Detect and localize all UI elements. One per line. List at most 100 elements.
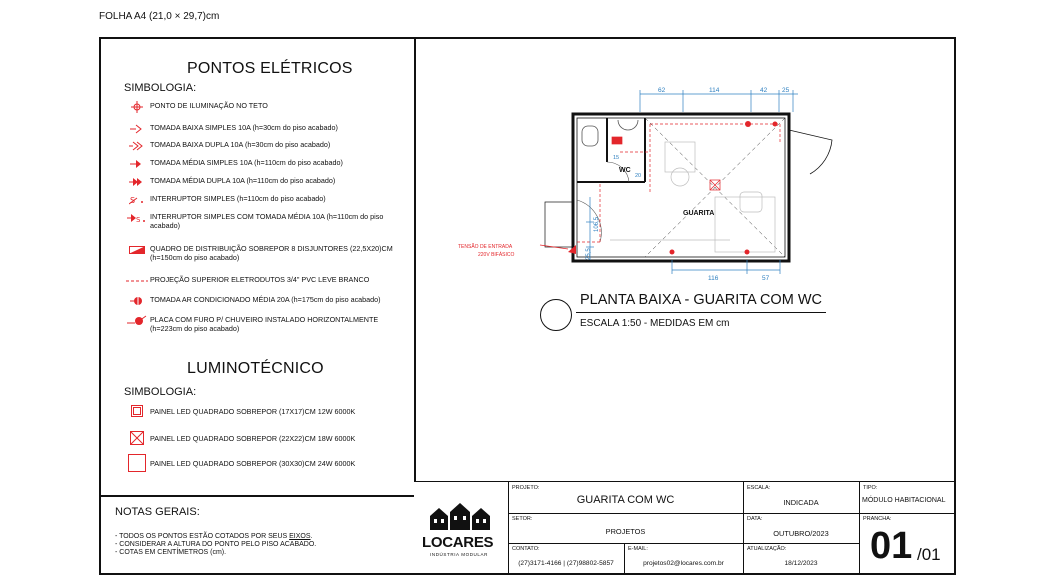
atualizacao-label: ATUALIZAÇÃO:	[747, 546, 787, 552]
low-single-outlet-icon	[124, 124, 150, 134]
legend-text: TOMADA BAIXA DUPLA 10A (h=30cm do piso a…	[150, 140, 331, 149]
dim-wc-20: 20	[635, 173, 641, 179]
legend-text: QUADRO DE DISTRIBUIÇÃO SOBREPOR 8 DISJUN…	[150, 244, 393, 262]
conduit-lines	[577, 123, 781, 243]
title-block: LOCARES INDÚSTRIA MODULAR PROJETO: GUARI…	[414, 481, 956, 575]
dim-side-106: 106,5	[594, 216, 600, 232]
legend-text: TOMADA MÉDIA SIMPLES 10A (h=110cm do pis…	[150, 158, 343, 167]
projeto-value: GUARITA COM WC	[576, 494, 675, 506]
legend-item: PAINEL LED QUADRADO SOBREPOR (30X30)CM 2…	[124, 454, 355, 472]
plan-title-underline	[576, 312, 826, 313]
plan-subtitle: ESCALA 1:50 - MEDIDAS EM cm	[580, 318, 730, 329]
electrical-title: PONTOS ELÉTRICOS	[187, 60, 353, 77]
furniture	[610, 141, 776, 253]
legend-item: PROJEÇÃO SUPERIOR ELETRODUTOS 3/4" PVC L…	[124, 275, 405, 286]
dim-top-25: 25	[782, 87, 790, 94]
legend-item: PAINEL LED QUADRADO SOBREPOR (17X17)CM 1…	[124, 405, 355, 417]
room-wc: WC	[619, 167, 631, 174]
email-label: E-MAIL:	[628, 546, 648, 552]
data-label: DATA:	[747, 516, 763, 522]
note-line-2: - CONSIDERAR A ALTURA DO PONTO PELO PISO…	[115, 541, 317, 548]
legend-item: PONTO DE ILUMINAÇÃO NO TETO	[124, 101, 405, 113]
frame-divider	[414, 37, 416, 481]
mid-double-outlet-icon	[124, 177, 150, 187]
note-line-1-underline: EIXOS	[289, 533, 311, 540]
prancha-number: 01	[870, 525, 913, 567]
lighting-title: LUMINOTÉCNICO	[187, 360, 324, 377]
notes-divider	[99, 495, 414, 497]
entry-note-2: 220V BIFÁSICO	[478, 251, 515, 258]
plan-title: PLANTA BAIXA - GUARITA COM WC	[580, 292, 822, 308]
dim-top-62: 62	[658, 87, 666, 94]
legend-item: TOMADA AR CONDICIONADO MÉDIA 20A (h=175c…	[124, 295, 405, 306]
dim-side-25: 25,5	[586, 248, 592, 260]
sink-icon	[617, 119, 639, 131]
legend-item: TOMADA MÉDIA SIMPLES 10A (h=110cm do pis…	[124, 158, 405, 169]
legend-item: S INTERRUPTOR SIMPLES (h=110cm do piso a…	[124, 194, 405, 205]
contato-label: CONTATO:	[512, 546, 540, 552]
legend-text: PLACA COM FURO P/ CHUVEIRO INSTALADO HOR…	[150, 315, 379, 333]
escala-label: ESCALA:	[747, 485, 771, 491]
legend-item: QUADRO DE DISTRIBUIÇÃO SOBREPOR 8 DISJUN…	[124, 244, 405, 262]
lighting-simbologia: SIMBOLOGIA:	[124, 386, 197, 398]
setor-value: PROJETOS	[605, 527, 646, 536]
legend-text: INTERRUPTOR SIMPLES (h=110cm do piso aca…	[150, 194, 326, 203]
dim-wc-15: 15	[613, 155, 619, 161]
notes-title: NOTAS GERAIS:	[115, 506, 200, 518]
electrical-simbologia: SIMBOLOGIA:	[124, 82, 197, 94]
bottom-dimensions	[671, 260, 781, 274]
led-panel-30-icon	[124, 454, 150, 472]
dim-top-42: 42	[760, 87, 768, 94]
shower-plate-icon	[124, 315, 150, 326]
legend-text: INTERRUPTOR SIMPLES COM TOMADA MÉDIA 10A…	[150, 212, 384, 230]
legend-text: PONTO DE ILUMINAÇÃO NO TETO	[150, 101, 268, 110]
legend-item: TOMADA MÉDIA DUPLA 10A (h=110cm do piso …	[124, 176, 405, 187]
email-value: projetos02@locares.com.br	[643, 560, 724, 567]
prancha-label: PRANCHA:	[863, 516, 892, 522]
legend-item: TOMADA BAIXA DUPLA 10A (h=30cm do piso a…	[124, 140, 405, 151]
tipo-label: TIPO:	[863, 485, 878, 491]
legend-item: PAINEL LED QUADRADO SOBREPOR (22X22)CM 1…	[124, 431, 355, 445]
drawing-frame	[99, 37, 956, 575]
legend-item: S INTERRUPTOR SIMPLES COM TOMADA MÉDIA 1…	[124, 212, 405, 230]
mid-single-outlet-icon	[124, 159, 150, 169]
dim-bottom-116: 116	[708, 275, 719, 282]
svg-text:S: S	[136, 216, 141, 224]
legend-text: TOMADA BAIXA SIMPLES 10A (h=30cm do piso…	[150, 123, 338, 132]
legend-text: PROJEÇÃO SUPERIOR ELETRODUTOS 3/4" PVC L…	[150, 275, 370, 284]
note-line-1-end: .	[310, 533, 313, 540]
contato-value: (27)3171-4166 | (27)98802-5857	[518, 560, 614, 567]
legend-item: PLACA COM FURO P/ CHUVEIRO INSTALADO HOR…	[124, 315, 405, 333]
setor-label: SETOR:	[512, 516, 533, 522]
legend-text: PAINEL LED QUADRADO SOBREPOR (22X22)CM 1…	[150, 433, 356, 443]
toilet-icon	[581, 125, 599, 147]
logo-tagline: INDÚSTRIA MODULAR	[430, 552, 488, 557]
conduit-projection-icon	[124, 276, 150, 286]
ceiling-light-icon	[124, 101, 150, 113]
simple-switch-icon: S	[124, 195, 150, 205]
led-panel-22-icon	[124, 431, 150, 445]
tipo-value: MÓDULO HABITACIONAL	[862, 497, 946, 504]
led-panel-17-icon	[124, 405, 150, 417]
top-dimensions	[639, 90, 798, 112]
legend-text: PAINEL LED QUADRADO SOBREPOR (17X17)CM 1…	[150, 406, 356, 416]
note-line-1: - TODOS OS PONTOS ESTÃO COTADOS POR SEUS	[115, 533, 290, 540]
outlets	[568, 121, 778, 255]
ceiling-lights	[709, 179, 721, 191]
legend-text: TOMADA MÉDIA DUPLA 10A (h=110cm do piso …	[150, 176, 336, 185]
ac-outlet-icon	[124, 296, 150, 306]
entry-note-1: TENSÃO DE ENTRADA	[458, 243, 513, 250]
legend-text: TOMADA AR CONDICIONADO MÉDIA 20A (h=175c…	[150, 295, 381, 304]
plan-marker-circle	[540, 299, 572, 331]
dim-top-114: 114	[709, 87, 720, 94]
side-dimensions	[586, 197, 594, 260]
notes-body: - TODOS OS PONTOS ESTÃO COTADOS POR SEUS…	[115, 533, 316, 557]
projeto-label: PROJETO:	[512, 485, 540, 491]
escala-value: INDICADA	[783, 498, 819, 507]
logo-wordmark: LOCARES	[422, 534, 494, 551]
atualizacao-value: 18/12/2023	[784, 560, 818, 567]
outer-wall	[571, 112, 791, 263]
sheet-size-label: FOLHA A4 (21,0 × 29,7)cm	[99, 11, 220, 22]
locares-logo-icon	[430, 503, 490, 530]
svg-text:S: S	[130, 196, 135, 205]
